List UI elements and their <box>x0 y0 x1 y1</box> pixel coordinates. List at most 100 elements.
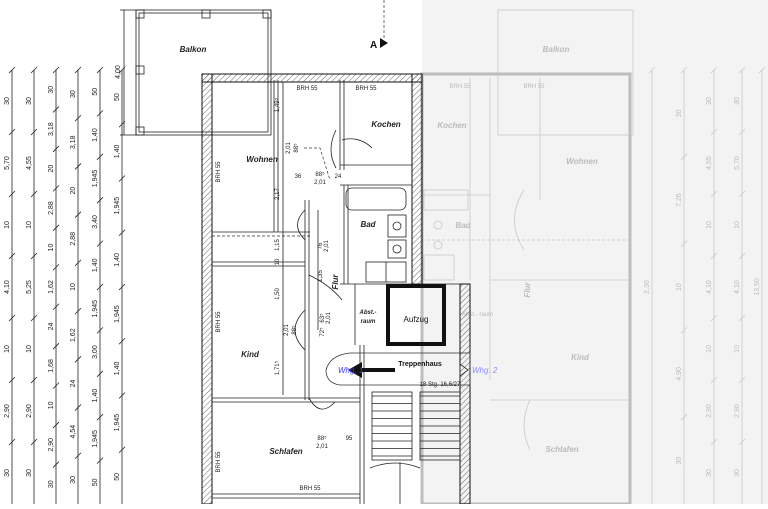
right-dim-col-2-label: 30 <box>676 457 683 465</box>
left-dim-col-4-tick <box>74 307 82 315</box>
left-dim-col-3-label: 3,18 <box>48 122 55 136</box>
left-dim-col-2-tick <box>30 376 38 384</box>
left-dim-col-6-label: 1,40 <box>114 253 121 267</box>
left-dim-col-2-tick <box>30 314 38 322</box>
left-dim-col-5-tick <box>96 66 104 74</box>
left-dim-col-3-tick <box>52 461 60 468</box>
schlafen-door-height: 2,01 <box>316 444 328 450</box>
left-dim-col-4-label: 30 <box>70 90 77 98</box>
abst-line-1: Abst.- <box>359 310 377 316</box>
toilet <box>392 221 402 231</box>
left-dim-col-4-label: 30 <box>70 476 77 484</box>
left-dim-col-6-tick <box>118 66 126 74</box>
right-dim-col-4-tick <box>738 376 746 384</box>
left-dim-col-3-tick <box>52 263 60 271</box>
right-dim-col-2-tick <box>680 153 688 161</box>
left-dim-col-6-tick <box>118 175 126 182</box>
left-dim-col-4-tick <box>74 452 82 460</box>
left-dim-col-2-tick <box>30 252 38 260</box>
left-dim-col-3-tick <box>52 382 60 389</box>
section-mark: A <box>370 40 377 51</box>
kind-h2-dim: 1,71⁵ <box>274 360 281 375</box>
right-dim-col-1-label: 2,30 <box>644 280 651 294</box>
left-dim-col-5-label: 1,945 <box>92 170 99 188</box>
left-dim-col-2-label: 2,90 <box>26 404 33 418</box>
left-dim-col-4-label: 3,18 <box>70 135 77 149</box>
left-dim-col-2-label: 30 <box>26 97 33 105</box>
schlafen-label: Schlafen <box>269 447 302 456</box>
left-dim-col-6-tick <box>118 337 126 345</box>
left-dim-col-3-tick <box>52 303 60 311</box>
left-dim-col-5-label: 1,40 <box>92 128 99 142</box>
stair-note: 18 Stg. 16,6/27 <box>420 382 461 388</box>
left-dim-col-6-tick <box>118 229 126 237</box>
left-dim-col-3-label: 20 <box>48 165 55 173</box>
left-dim-col-6-tick <box>118 392 126 399</box>
left-dim-col-6-tick <box>118 120 126 128</box>
right-dim-col-2-tick <box>680 413 688 421</box>
right-dim-col-3-label: 30 <box>706 469 713 477</box>
balkon-area: Balkon 4,00 <box>115 9 272 136</box>
left-dim-col-3-label: 30 <box>48 480 55 488</box>
apartment-left-label: Whg. 1 <box>338 366 363 375</box>
left-dim-col-5-tick <box>96 196 104 204</box>
right-dim-col-4-label: 2,90 <box>734 404 741 418</box>
right-dim-col-4-label: 4,10 <box>734 280 741 294</box>
right-dim-col-4-tick <box>738 66 746 74</box>
left-dim-col-3-tick <box>52 185 60 192</box>
left-dim-col-2-label: 10 <box>26 345 33 353</box>
left-dim-col-5-label: 1,945 <box>92 300 99 318</box>
left-dim-col-1-tick <box>8 128 16 136</box>
inner-dimensions: 1,49⁵ 2,17 1,15 10 1,50 1,71⁵ 76 2,01 1,… <box>274 82 353 450</box>
left-dim-col-5-tick <box>96 240 104 247</box>
abst-raum-label: Abst.- raum <box>359 310 377 325</box>
left-dim-col-1-label: 30 <box>4 97 11 105</box>
left-dim-col-5-tick <box>96 110 104 117</box>
kochen-label-faded: Kochen <box>437 121 466 130</box>
left-dim-col-1-label: 30 <box>4 469 11 477</box>
left-dim-col-5-label: 1,945 <box>92 430 99 448</box>
abst-c-dim: 72⁵ <box>319 327 326 337</box>
brh-kochen: BRH 55 <box>355 86 377 92</box>
wohnen-door-width: 88⁵ <box>293 143 300 153</box>
right-dim-col-4-tick <box>738 252 746 260</box>
left-dim-col-3-label: 30 <box>48 86 55 94</box>
left-dim-col-5-tick <box>96 283 104 291</box>
balkon-label: Balkon <box>180 45 207 54</box>
flur-d1-dim: 76 <box>318 242 324 249</box>
left-dim-col-1-tick <box>8 314 16 322</box>
abst-b-dim: 2,01 <box>326 312 332 324</box>
right-dim-col-2-tick <box>680 327 688 334</box>
left-dim-col-1-tick <box>8 438 16 446</box>
mirrored-apartment-faded: Balkon Kochen Wohnen Bad Flur Kind Schla… <box>420 0 768 506</box>
abst-line-2: raum <box>361 319 376 325</box>
left-dim-col-2-tick <box>30 66 38 74</box>
right-dim-col-2-label: 7,26 <box>676 193 683 207</box>
left-dim-col-5-tick <box>96 413 104 421</box>
left-dim-col-3-tick <box>52 106 60 113</box>
wohnen-h1-dim: 1,49⁵ <box>274 97 281 112</box>
left-dim-col-1-label: 10 <box>4 221 11 229</box>
left-dimension-chains: 305,70104,10102,9030304,55105,25102,9030… <box>4 66 126 504</box>
kind-label-faded: Kind <box>571 353 590 362</box>
kind-label: Kind <box>241 350 260 359</box>
section-arrow <box>380 38 388 48</box>
left-dim-col-6-label: 1,945 <box>114 305 121 323</box>
brh-kind-side: BRH 55 <box>216 311 222 333</box>
right-dim-col-3-tick <box>710 438 718 446</box>
right-dim-col-4-tick <box>738 314 746 322</box>
wohnen-label: Wohnen <box>246 155 278 164</box>
right-dim-col-2-label: 4,90 <box>676 367 683 381</box>
left-dim-col-6-tick <box>118 283 126 291</box>
left-dim-col-2-tick <box>30 128 38 136</box>
left-dim-col-6-tick <box>118 446 126 454</box>
right-dim-col-3-tick <box>710 314 718 322</box>
left-dim-col-5-tick <box>96 457 104 464</box>
flur-label-faded: Flur <box>523 282 532 298</box>
wohnen-h2-dim: 2,17 <box>275 188 281 200</box>
right-dim-col-2-label: 10 <box>676 283 683 291</box>
left-dim-col-4-label: 1,62 <box>70 328 77 342</box>
right-dim-col-3-label: 10 <box>706 345 713 353</box>
left-dim-col-5-label: 50 <box>92 478 99 486</box>
right-dim-col-3-tick <box>710 128 718 136</box>
